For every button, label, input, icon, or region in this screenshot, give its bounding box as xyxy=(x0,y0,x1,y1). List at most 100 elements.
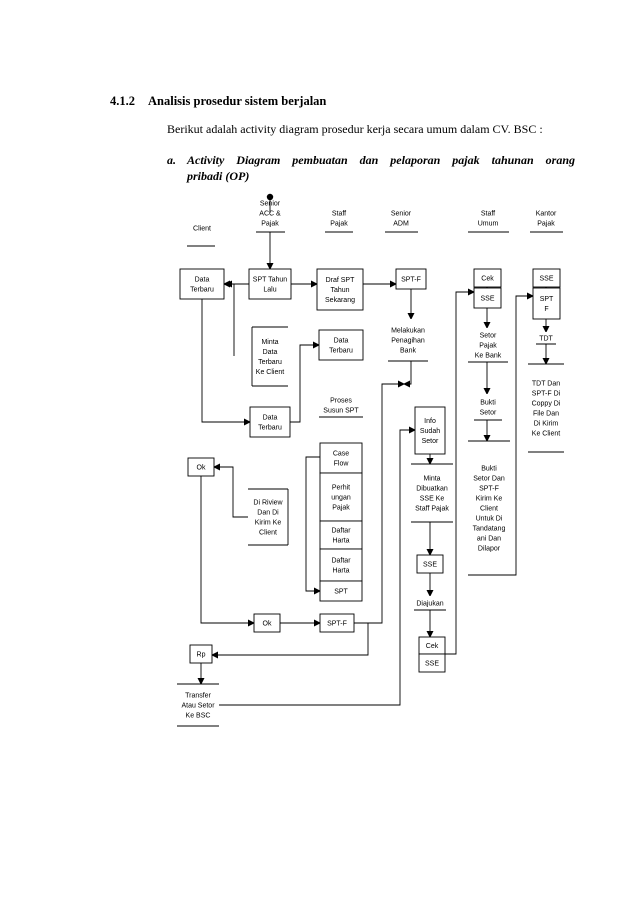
node-minta-dibuatkan-sse xyxy=(411,464,453,522)
node-minta-data-text: Terbaru xyxy=(258,359,282,366)
node-cek-adm-label: Cek xyxy=(426,643,439,650)
section-title: Analisis prosedur sistem berjalan xyxy=(148,94,327,108)
node-case-flow-text: Case xyxy=(333,451,349,458)
node-draf-spt-text: Sekarang xyxy=(325,297,355,304)
node-transfer-text: Transfer xyxy=(185,693,211,700)
node-daftar-harta-2-text: Harta xyxy=(332,568,349,575)
node-setor-pajak-text: Ke Bank xyxy=(475,353,502,360)
node-di-riview xyxy=(248,489,288,545)
node-bukti-setor-dan-sptf-text: Bukti xyxy=(481,466,497,473)
node-info-sudah-setor-text: Sudah xyxy=(420,428,440,435)
node-setor-pajak-text: Pajak xyxy=(479,343,497,350)
node-cek-umum xyxy=(473,268,502,288)
connector-19 xyxy=(213,463,248,518)
node-data-terbaru-acc xyxy=(249,406,291,438)
node-bukti-setor-dan-sptf-text: ani Dan xyxy=(477,536,501,543)
node-spt-tahun-lalu-text: Lalu xyxy=(263,287,276,294)
node-info-sudah-setor-text: Setor xyxy=(422,438,439,445)
lane-staff-pajak-text: Staff xyxy=(332,211,346,218)
node-ok-client-text: Ok xyxy=(197,465,206,472)
node-sptf-kantor-text: SPT xyxy=(540,296,554,303)
node-sse-umum xyxy=(473,287,502,309)
node-data-terbaru-staff xyxy=(318,329,364,361)
connector-7 xyxy=(225,280,235,356)
node-tdt-label: TDT xyxy=(539,336,553,343)
node-data-terbaru-acc-text: Data xyxy=(263,415,278,422)
connector-rp-feed xyxy=(212,623,369,656)
node-data-terbaru-staff-text: Terbaru xyxy=(329,348,353,355)
node-draf-spt-text: Draf SPT xyxy=(326,277,356,284)
lane-kantor-pajak-text: Kantor xyxy=(536,211,557,218)
lane-staff-pajak-text: Pajak xyxy=(330,221,348,228)
node-minta-dibuatkan-sse-text: Staff Pajak xyxy=(415,506,449,513)
node-draf-spt xyxy=(316,268,364,311)
node-sse-adm xyxy=(416,554,444,574)
node-tdt-dan-sptf xyxy=(528,364,564,452)
node-ok-client xyxy=(187,457,215,477)
node-bukti-setor xyxy=(474,394,502,420)
node-transfer-text: Atau Setor xyxy=(181,703,215,710)
node-di-riview-text: Kirim Ke xyxy=(255,520,282,527)
node-transfer xyxy=(177,684,219,726)
node-tdt-dan-sptf-text: Coppy Di xyxy=(532,401,561,408)
node-sse-umum-label: SSE xyxy=(480,296,494,303)
lane-client-text: Client xyxy=(193,226,211,233)
node-sse-kantor-text: SSE xyxy=(539,276,553,283)
node-bukti-setor-dan-sptf-text: Tandatang xyxy=(473,526,506,533)
node-sse-adm-2-label: SSE xyxy=(425,661,439,668)
node-case-flow-text: Flow xyxy=(334,461,350,468)
node-ok-client-label: Ok xyxy=(197,465,206,472)
node-sse-kantor-label: SSE xyxy=(539,276,553,283)
lane-senior-adm-text: ADM xyxy=(393,221,409,228)
node-tdt-text: TDT xyxy=(539,336,553,343)
node-data-terbaru-client-text: Data xyxy=(195,277,210,284)
node-spt-stack xyxy=(319,580,363,602)
node-daftar-harta-2-text: Daftar xyxy=(331,558,351,565)
node-info-sudah-setor-text: Info xyxy=(424,418,436,425)
intro-paragraph: Berikut adalah activity diagram prosedur… xyxy=(167,122,543,136)
node-case-flow xyxy=(319,442,363,474)
node-perhitungan-pajak-text: Pajak xyxy=(332,505,350,512)
lane-senior-adm-text: Senior xyxy=(391,211,412,218)
node-tdt-dan-sptf-text: Ke Client xyxy=(532,431,560,438)
lane-client-label: Client xyxy=(193,226,211,233)
node-daftar-harta-1-text: Daftar xyxy=(331,528,351,535)
node-info-sudah-setor xyxy=(414,406,446,455)
node-bukti-setor-text: Setor xyxy=(480,410,497,417)
node-minta-dibuatkan-sse-text: Minta xyxy=(423,476,440,483)
node-sptf-staff-label: SPT-F xyxy=(327,621,347,628)
node-sptf-kantor xyxy=(532,287,561,320)
node-diajukan-label: Diajukan xyxy=(416,601,443,608)
node-sptf-adm xyxy=(395,268,427,290)
node-rp-label: Rp xyxy=(197,652,206,659)
lane-senior-acc-text: Pajak xyxy=(261,221,279,228)
node-bukti-setor-dan-sptf-text: Untuk Di xyxy=(476,516,503,523)
connector-20 xyxy=(200,476,255,627)
node-tdt-dan-sptf-text: Di Kirim xyxy=(534,421,559,428)
node-melakukan-penagihan-text: Penagihan xyxy=(391,338,425,345)
node-sptf-adm-text: SPT-F xyxy=(401,277,421,284)
node-di-riview-text: Di Riview xyxy=(253,500,283,507)
node-minta-dibuatkan-sse-text: Dibuatkan xyxy=(416,486,448,493)
node-data-terbaru-client xyxy=(179,268,225,300)
node-spt-stack-text: SPT xyxy=(334,589,348,596)
node-draf-spt-text: Tahun xyxy=(330,287,349,294)
node-diajukan xyxy=(414,596,446,610)
